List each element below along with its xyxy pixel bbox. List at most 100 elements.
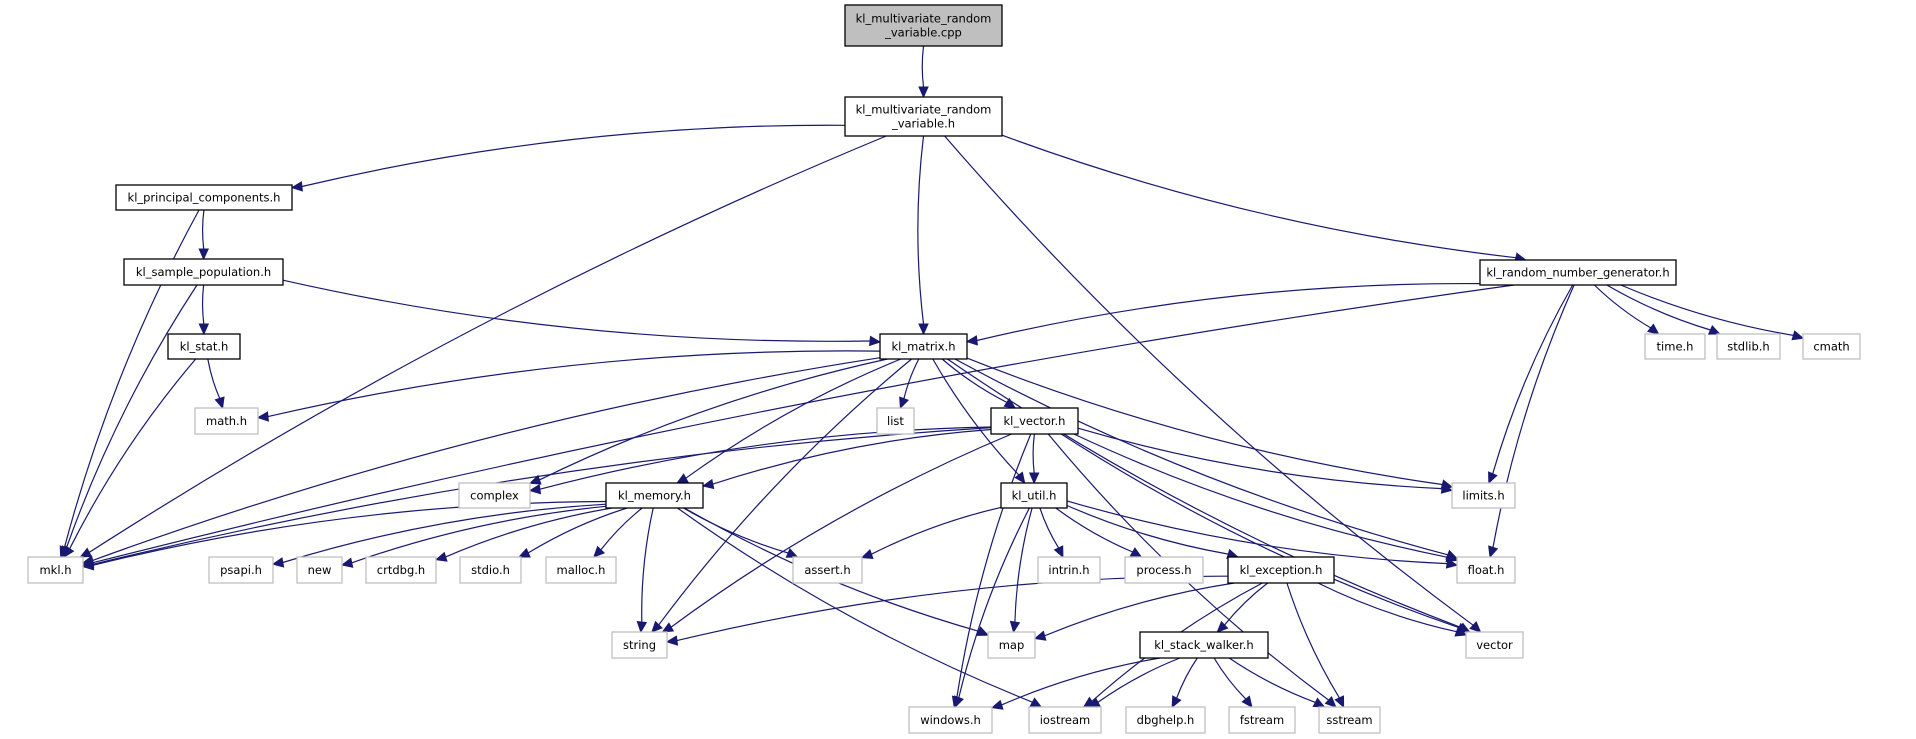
node-limits: limits.h xyxy=(1451,482,1516,509)
edge-line xyxy=(1001,134,1516,259)
node-rng[interactable]: kl_random_number_generator.h xyxy=(1479,259,1677,286)
node-stat[interactable]: kl_stat.h xyxy=(167,333,241,360)
node-label: list xyxy=(887,414,904,428)
node-box[interactable] xyxy=(1479,259,1677,286)
edge-mrv_h-to-vector xyxy=(944,135,1482,633)
edge-memory-to-psapi xyxy=(271,503,607,568)
node-label: float.h xyxy=(1468,563,1505,577)
node-memory[interactable]: kl_memory.h xyxy=(605,482,704,509)
edge-stackwalker-to-dbghelp xyxy=(1171,657,1198,709)
node-float: float.h xyxy=(1456,556,1516,584)
node-box[interactable] xyxy=(167,333,241,360)
node-box[interactable] xyxy=(844,4,1003,47)
node-root[interactable]: kl_multivariate_random_variable.cpp xyxy=(844,4,1003,47)
node-principal[interactable]: kl_principal_components.h xyxy=(115,184,293,211)
node-label: iostream xyxy=(1040,713,1091,727)
arrowhead-icon xyxy=(214,396,225,410)
edge-line xyxy=(1097,657,1181,703)
node-box[interactable] xyxy=(605,482,704,509)
arrowhead-icon xyxy=(1003,397,1017,409)
edge-rng-to-float xyxy=(1488,284,1575,559)
node-label: mkl.h xyxy=(39,563,71,577)
node-box[interactable] xyxy=(123,258,284,286)
node-exception[interactable]: kl_exception.h xyxy=(1227,556,1335,584)
arrowhead-icon xyxy=(1033,630,1047,641)
edge-line xyxy=(301,124,846,188)
node-box xyxy=(1037,556,1101,584)
node-label: psapi.h xyxy=(220,563,262,577)
arrowhead-icon xyxy=(1053,545,1064,559)
edge-line xyxy=(267,350,881,418)
edges-layer xyxy=(59,45,1805,710)
node-box xyxy=(1318,706,1381,734)
node-fstream: fstream xyxy=(1228,706,1296,734)
edge-line xyxy=(1032,433,1035,474)
node-util[interactable]: kl_util.h xyxy=(1000,482,1068,509)
node-complex: complex xyxy=(458,482,531,509)
node-matrix[interactable]: kl_matrix.h xyxy=(879,333,968,360)
node-label: string xyxy=(623,638,656,652)
edge-line xyxy=(944,135,1474,626)
node-box[interactable] xyxy=(844,96,1003,137)
arrowhead-icon xyxy=(290,181,303,192)
arrowhead-icon xyxy=(340,557,354,568)
edge-line xyxy=(1077,427,1443,490)
node-box xyxy=(458,482,531,509)
edge-matrix-to-memory xyxy=(676,358,902,484)
edge-vectorh-to-string xyxy=(661,433,1012,633)
node-list: list xyxy=(876,407,915,435)
edge-sample-to-stat xyxy=(198,284,210,336)
node-label: complex xyxy=(470,489,519,503)
arrowhead-icon xyxy=(517,547,531,558)
node-box[interactable] xyxy=(879,333,968,360)
edge-memory-to-new xyxy=(340,505,607,568)
node-vectorh[interactable]: kl_vector.h xyxy=(990,407,1079,435)
edge-line xyxy=(282,503,607,564)
edge-matrix-to-math xyxy=(256,350,881,422)
arrowhead-icon xyxy=(1009,620,1021,634)
arrowhead-icon xyxy=(1440,483,1454,494)
arrowhead-icon xyxy=(661,622,675,633)
edge-line xyxy=(1606,284,1711,331)
arrowhead-icon xyxy=(676,473,689,484)
arrowhead-icon xyxy=(860,548,874,559)
edge-line xyxy=(1620,284,1794,336)
edge-matrix-to-mkl xyxy=(81,357,881,566)
node-box xyxy=(1716,333,1781,360)
arrowhead-icon xyxy=(271,557,285,568)
edge-line xyxy=(677,507,1033,703)
node-label: kl_memory.h xyxy=(618,489,691,503)
node-label: kl_sample_population.h xyxy=(136,265,271,279)
node-box[interactable] xyxy=(115,184,293,211)
node-mrv_h[interactable]: kl_multivariate_random_variable.h xyxy=(844,96,1003,137)
edge-matrix-to-util xyxy=(932,358,1026,484)
node-psapi: psapi.h xyxy=(208,556,274,584)
edge-line xyxy=(658,358,912,626)
edge-exception-to-sstream xyxy=(1286,582,1345,709)
edge-line xyxy=(1492,284,1575,548)
node-box[interactable] xyxy=(1139,631,1269,659)
edge-vectorh-to-vector xyxy=(1060,433,1469,633)
node-box[interactable] xyxy=(1227,556,1335,584)
node-box xyxy=(1124,556,1204,584)
edge-line xyxy=(69,358,197,549)
arrowhead-icon xyxy=(1469,620,1482,633)
edge-line xyxy=(201,284,205,325)
node-box xyxy=(27,556,84,584)
edge-memory-to-iostream xyxy=(677,507,1043,708)
edge-vectorh-to-memory xyxy=(701,428,992,490)
edge-line xyxy=(1593,284,1652,329)
node-stackwalker[interactable]: kl_stack_walker.h xyxy=(1139,631,1269,659)
arrowhead-icon xyxy=(954,695,964,709)
node-box[interactable] xyxy=(990,407,1079,435)
node-label: kl_multivariate_random xyxy=(856,12,992,26)
node-sample[interactable]: kl_sample_population.h xyxy=(123,258,284,286)
node-label: kl_multivariate_random xyxy=(856,103,992,117)
edge-line xyxy=(65,284,198,549)
node-process: process.h xyxy=(1124,556,1204,584)
node-box[interactable] xyxy=(1000,482,1068,509)
node-box xyxy=(987,631,1036,659)
node-intrin: intrin.h xyxy=(1037,556,1101,584)
edge-line xyxy=(445,507,613,558)
arrowhead-icon xyxy=(1129,547,1143,558)
